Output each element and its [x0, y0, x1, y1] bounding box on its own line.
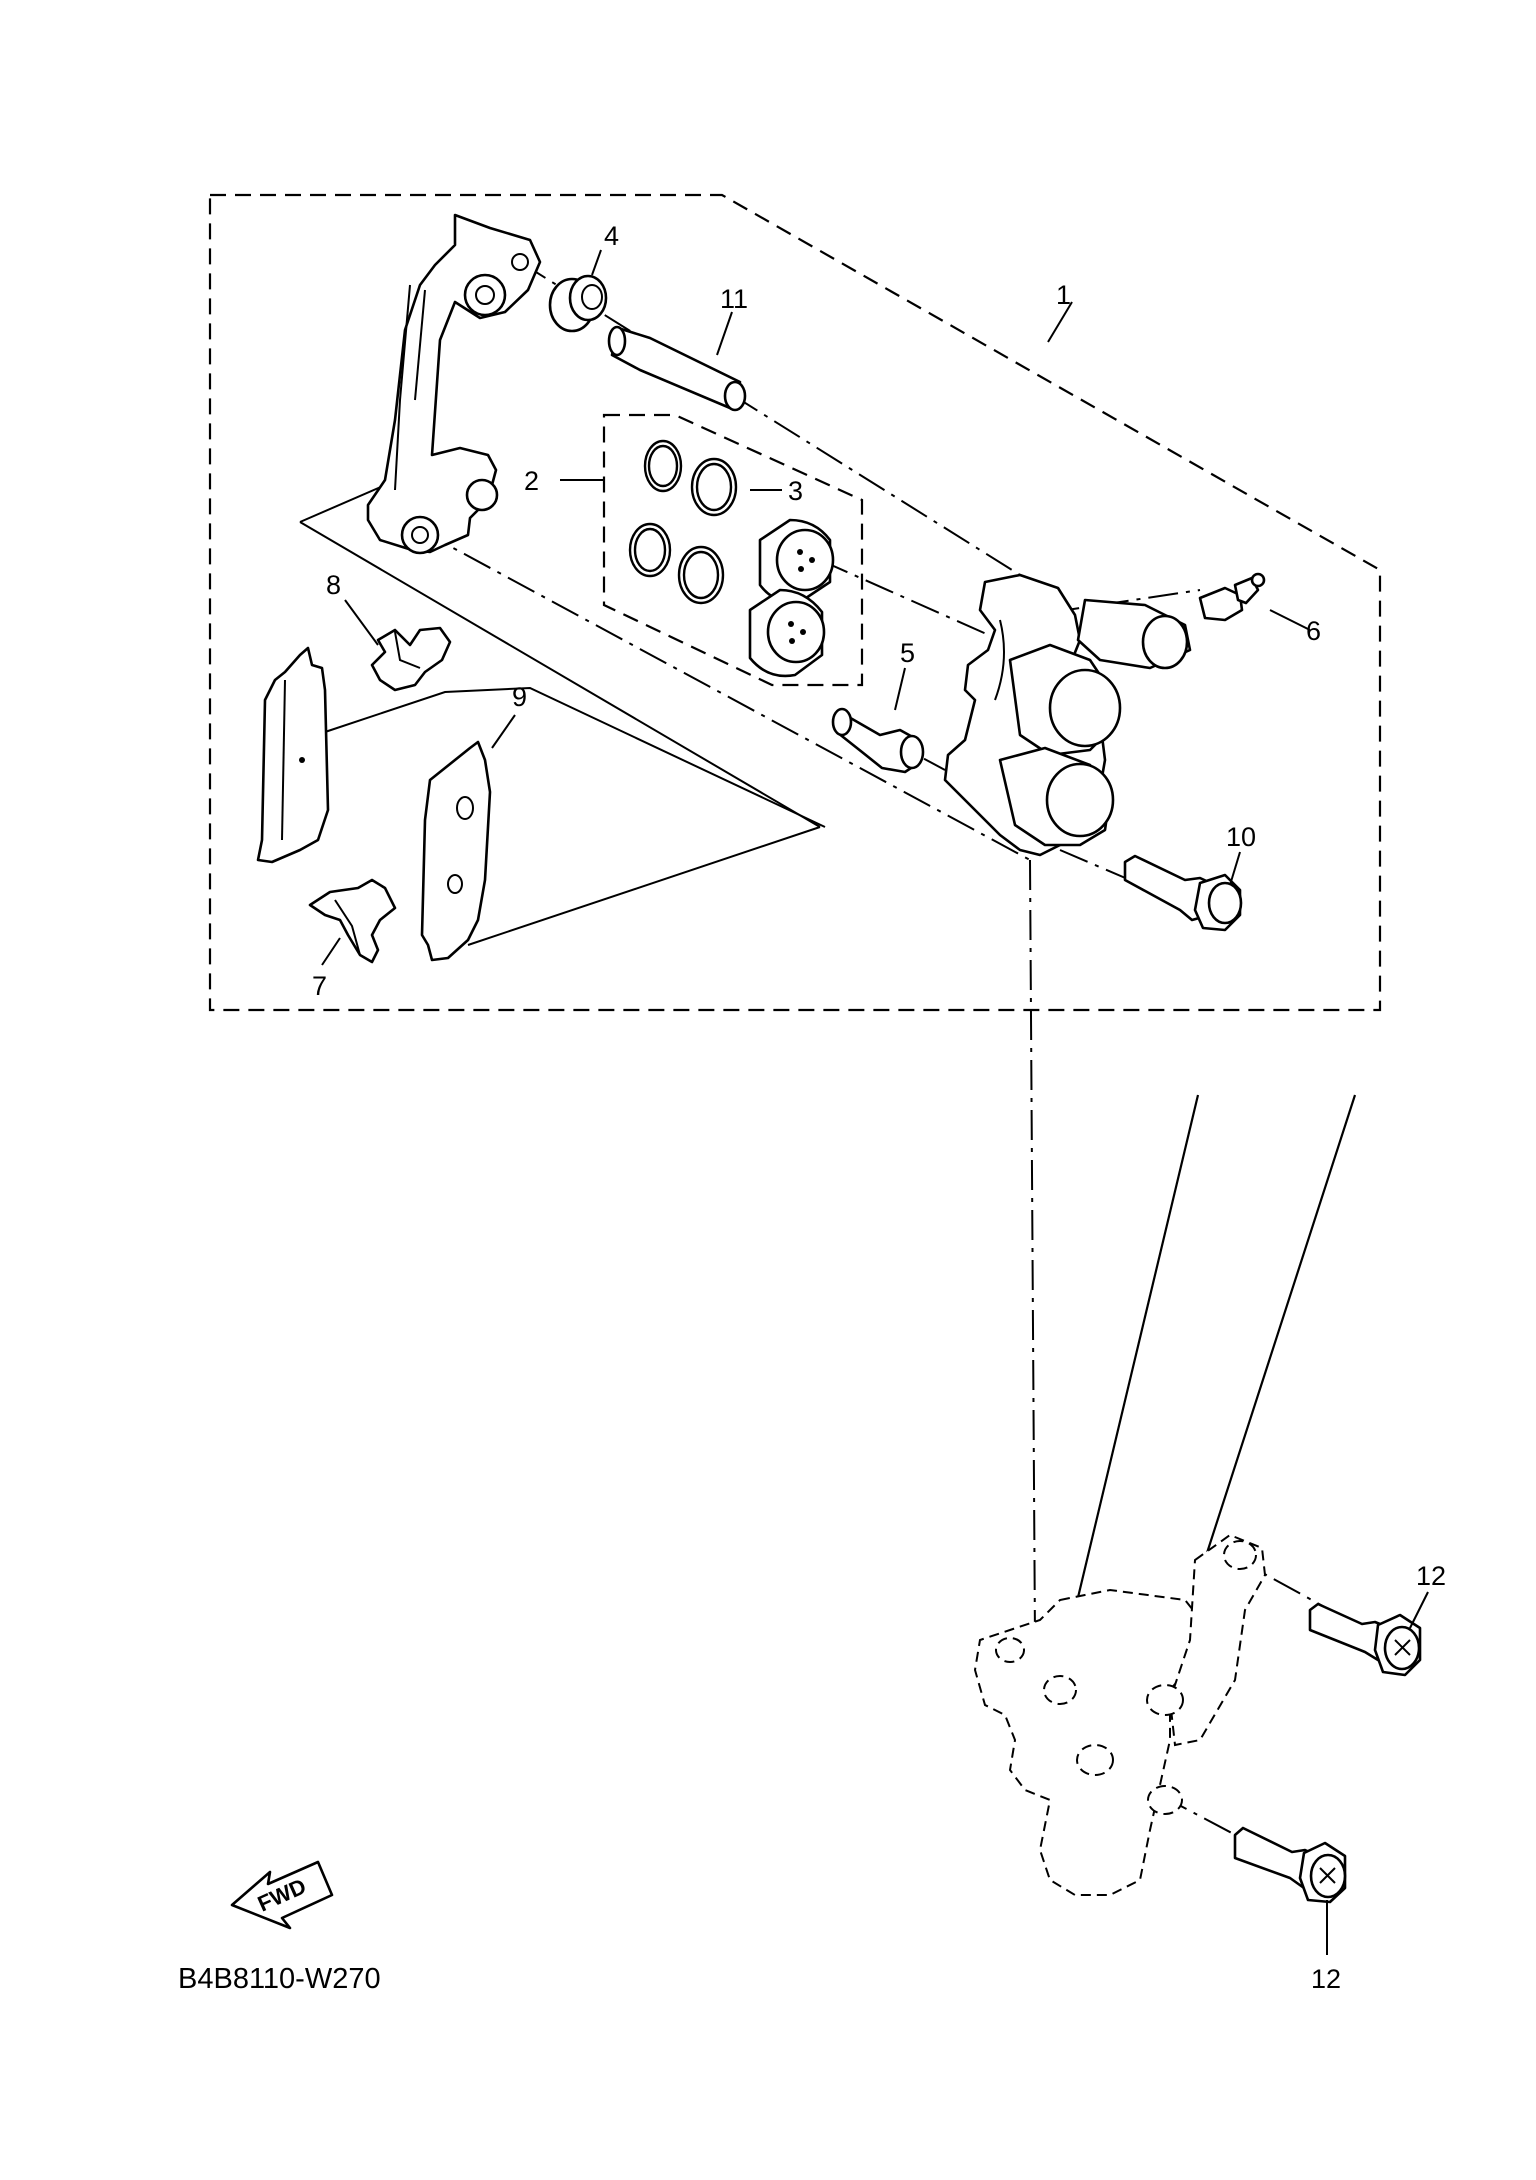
part-6-bleed-screw	[1198, 572, 1266, 622]
callout-4: 4	[604, 221, 619, 251]
callout-labels: 1 2 3 4 5 6 7 8 9 10 11 12 12	[312, 221, 1446, 1994]
part-10-bolt	[1123, 854, 1243, 932]
callout-3: 3	[788, 476, 803, 506]
part-11-slide-pin	[607, 325, 747, 412]
caliper-body	[943, 573, 1192, 857]
callout-6: 6	[1306, 616, 1321, 646]
callout-11: 11	[720, 284, 748, 314]
part-12-bolt-lower	[1233, 1826, 1347, 1904]
part-4-boot	[548, 274, 608, 333]
part-2-seals	[628, 439, 738, 605]
callout-2: 2	[524, 466, 539, 496]
part-3-pistons	[748, 518, 835, 678]
diagram-code: B4B8110-W270	[178, 1963, 381, 1995]
part-9-brake-pads	[256, 646, 492, 962]
callout-12-upper: 12	[1416, 1561, 1446, 1591]
callout-9: 9	[512, 682, 527, 712]
part-12-bolt-upper	[1308, 1602, 1422, 1677]
callout-12-lower: 12	[1311, 1964, 1341, 1994]
fwd-arrow-icon: FWD	[230, 1860, 334, 1930]
assembly-boundary	[208, 193, 1382, 1012]
front-fork	[973, 1094, 1357, 1896]
seal-kit-boundary	[602, 413, 864, 687]
callout-5: 5	[900, 638, 915, 668]
callout-10: 10	[1226, 822, 1256, 852]
leader-lines	[321, 249, 1429, 1955]
callout-8: 8	[326, 570, 341, 600]
caliper-bracket	[366, 213, 542, 555]
part-5-pin	[831, 707, 925, 774]
part-7-pad-spring	[308, 878, 397, 964]
part-8-pad-spring	[370, 626, 452, 692]
callout-1: 1	[1056, 280, 1071, 310]
callout-7: 7	[312, 971, 327, 1001]
